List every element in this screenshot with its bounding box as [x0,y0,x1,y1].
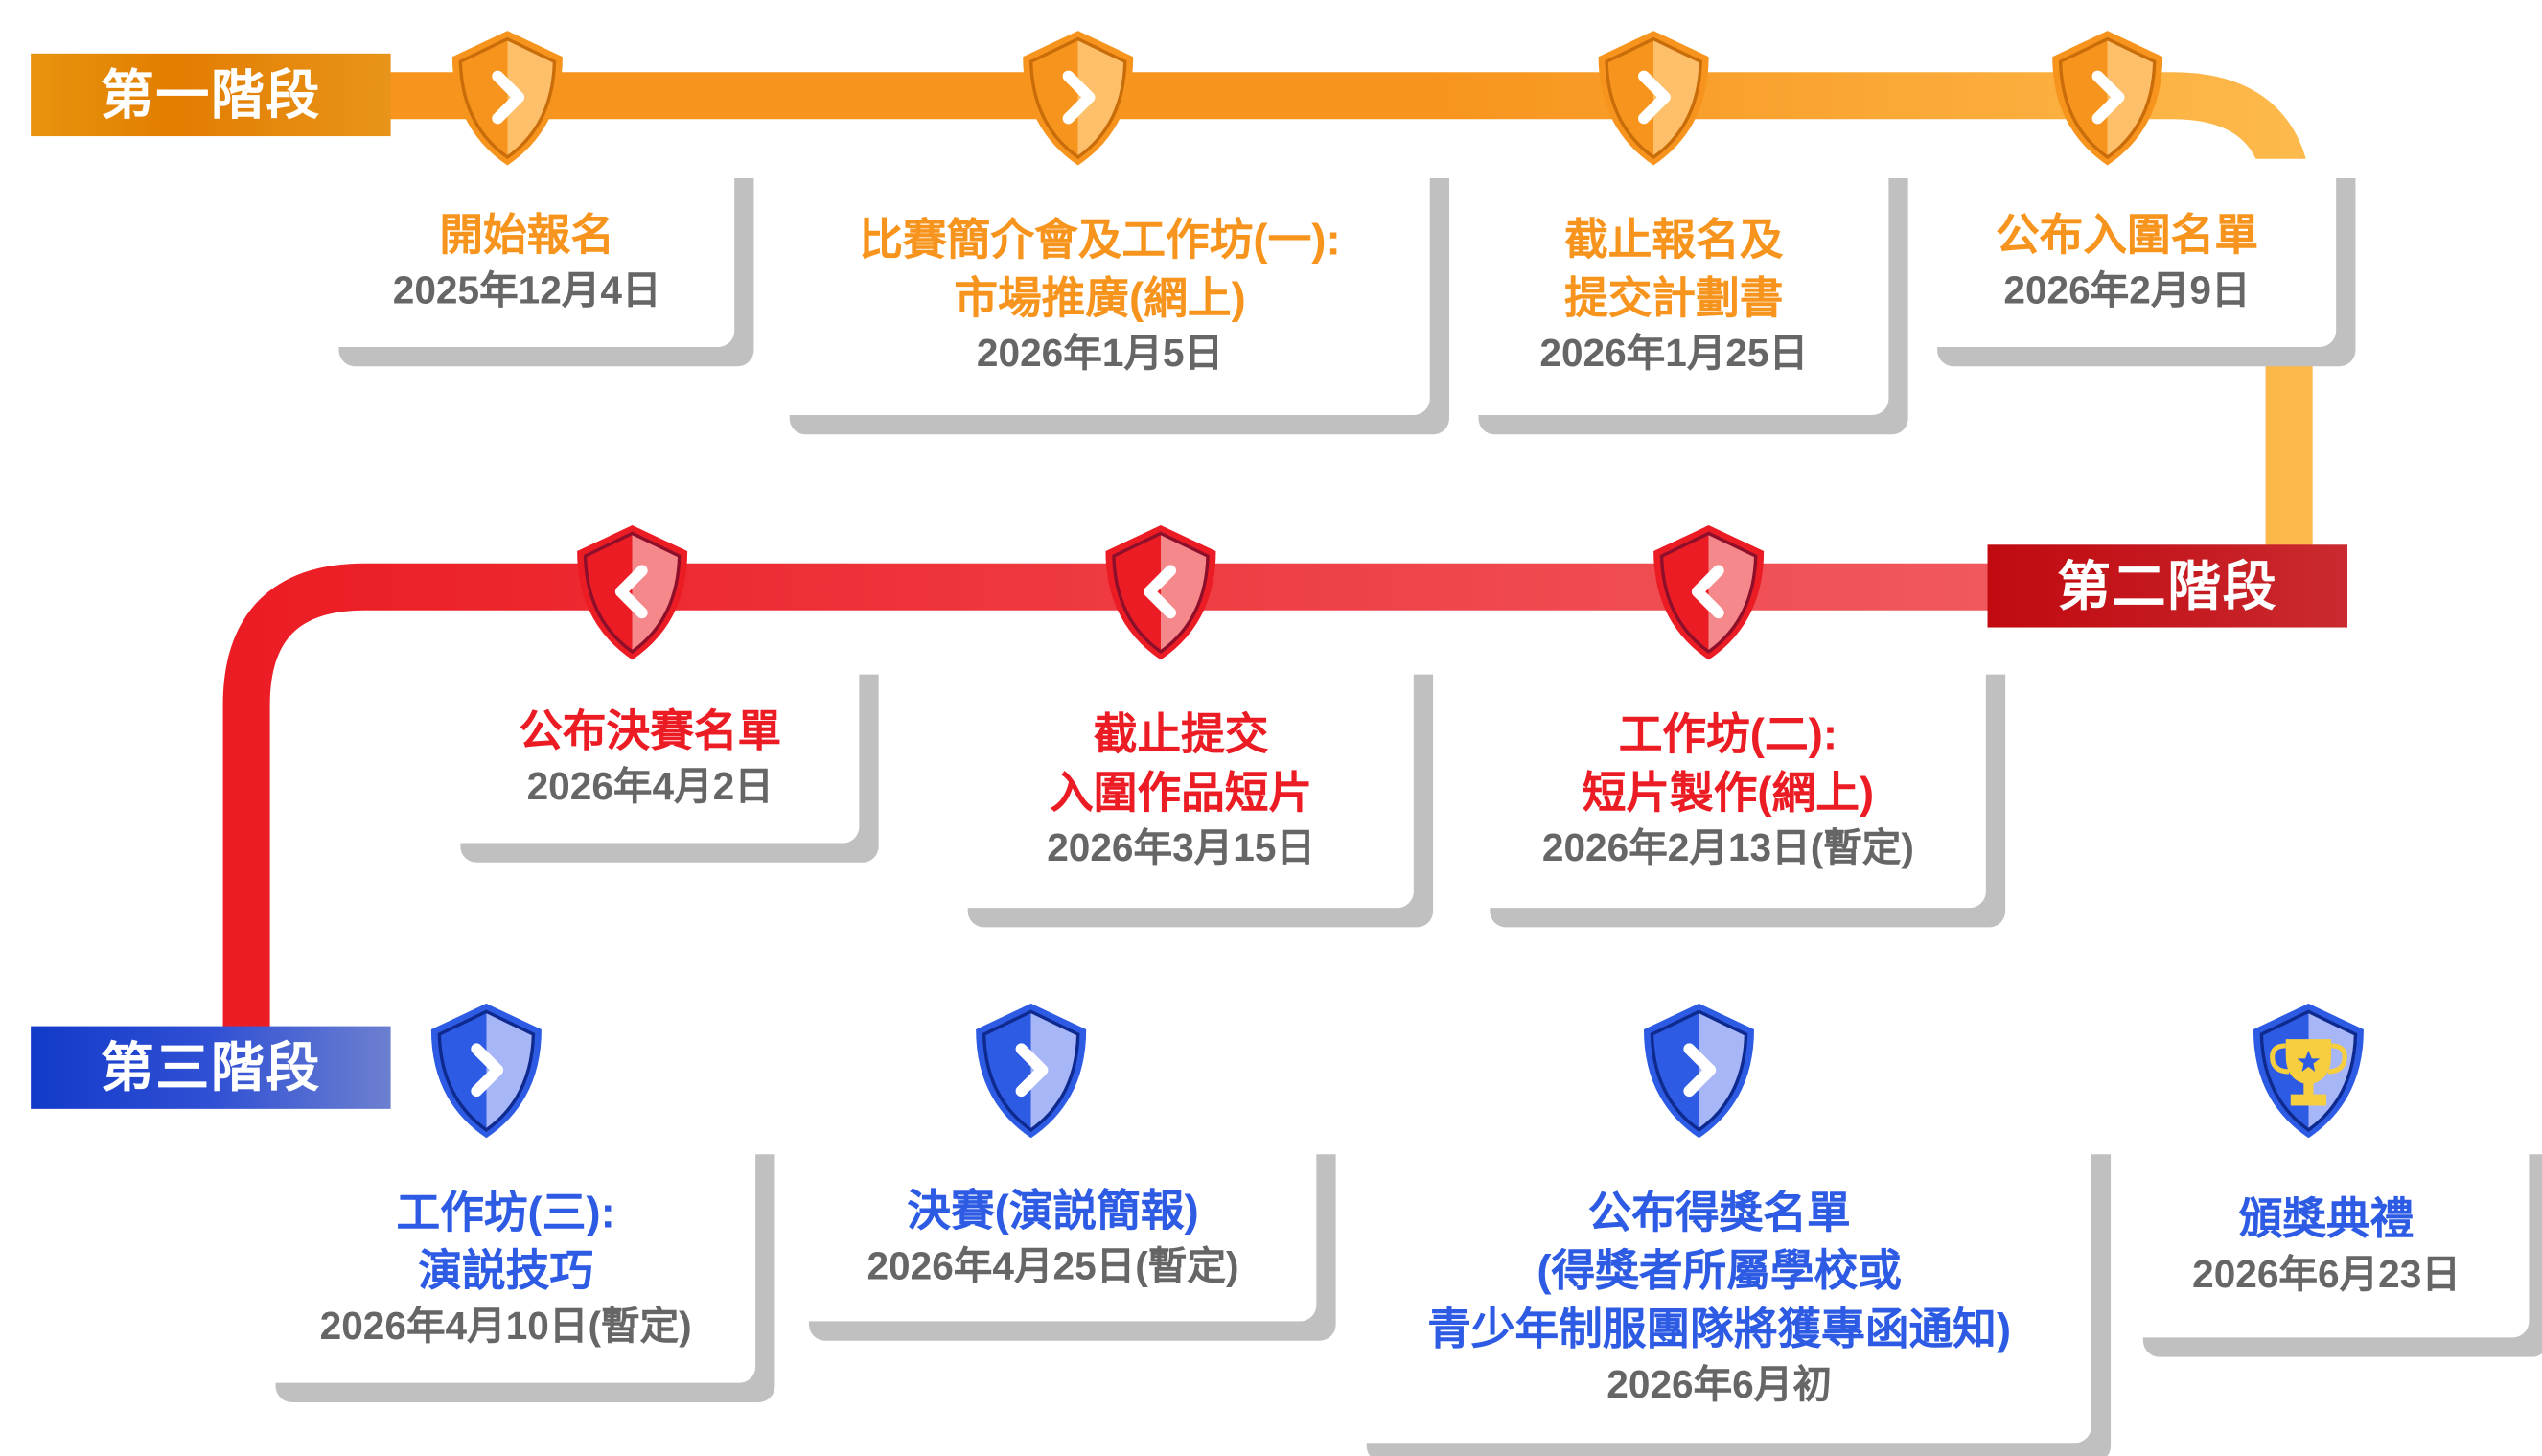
chevron-right-icon [1683,1043,1717,1098]
stage-label-3: 第三階段 [31,1026,391,1109]
milestone-title: 公布得獎名單 (得獎者所屬學校或 青少年制服團隊將獲專函通知) [1427,1188,2012,1354]
milestone-card: 工作坊(二): 短片製作(網上) 2026年2月13日(暫定) [1470,655,1986,909]
shield-icon [1651,522,1768,661]
milestone-card: 比賽簡介會及工作坊(一): 市場推廣(網上) 2026年1月5日 [770,158,1430,415]
chevron-right-icon [1062,70,1096,125]
shield-icon [1102,522,1219,661]
shield-icon [449,28,566,167]
chevron-left-icon [1691,565,1724,619]
shield-icon [1595,28,1712,167]
milestone-title: 頒獎典禮 [2238,1193,2415,1243]
milestone-date: 2026年6月初 [1606,1363,1832,1408]
chevron-right-icon [1638,70,1671,125]
milestone-title: 截止提交 入圍作品短片 [1050,709,1313,818]
shield-icon [428,1001,545,1140]
milestone-card: 頒獎典禮 2026年6月23日 [2123,1134,2530,1338]
milestone-card: 決賽(演説簡報) 2026年4月25日(暫定) [789,1134,1317,1322]
chevron-right-icon [2091,70,2125,125]
milestone-card: 公布決賽名單 2026年4月2日 [441,655,860,844]
milestone-date: 2026年4月25日(暫定) [867,1244,1239,1288]
stage2-track [222,563,2011,1071]
chevron-right-icon [471,1043,504,1098]
stage-label-2: 第二階段 [1987,544,2348,628]
milestone-card: 工作坊(三): 演説技巧 2026年4月10日(暫定) [256,1134,756,1383]
chevron-right-icon [492,70,525,125]
milestone-date: 2026年1月5日 [976,332,1224,377]
milestone-title: 公布決賽名單 [519,706,782,756]
chevron-left-icon [1144,565,1177,619]
chevron-right-icon [1015,1043,1049,1098]
shield-icon [574,522,691,661]
milestone-title: 比賽簡介會及工作坊(一): 市場推廣(網上) [859,215,1341,323]
trophy-shield-icon [2251,1001,2368,1140]
milestone-date: 2026年6月23日 [2192,1252,2461,1297]
milestone-title: 公布入圍名單 [1995,210,2258,260]
milestone-date: 2026年2月13日(暫定) [1541,826,1914,871]
shield-icon [1641,1001,1758,1140]
milestone-title: 開始報名 [439,210,615,260]
milestone-title: 工作坊(三): 演説技巧 [396,1187,615,1295]
shield-icon [2049,28,2166,167]
milestone-card: 截止報名及 提交計劃書 2026年1月25日 [1459,158,1889,415]
milestone-card: 公布入圍名單 2026年2月9日 [1917,158,2337,347]
milestone-date: 2025年12月4日 [392,268,661,313]
milestone-card: 截止提交 入圍作品短片 2026年3月15日 [948,655,1414,909]
shield-icon [1020,28,1137,167]
milestone-title: 決賽(演説簡報) [907,1186,1199,1235]
milestone-date: 2026年4月10日(暫定) [319,1304,692,1349]
milestone-date: 2026年1月25日 [1539,332,1809,377]
milestone-title: 工作坊(二): 短片製作(網上) [1582,709,1875,818]
milestone-date: 2026年2月9日 [2003,268,2251,313]
stage-label-1: 第一階段 [31,53,391,137]
milestone-date: 2026年4月2日 [526,765,774,809]
milestone-date: 2026年3月15日 [1047,826,1316,871]
shield-icon [973,1001,1090,1140]
trophy-icon [2270,1039,2347,1106]
chevron-left-icon [614,565,648,619]
milestone-card: 公布得獎名單 (得獎者所屬學校或 青少年制服團隊將獲專函通知) 2026年6月初 [1347,1134,2091,1444]
milestone-card: 開始報名 2025年12月4日 [319,158,735,347]
milestone-title: 截止報名及 提交計劃書 [1564,215,1784,323]
